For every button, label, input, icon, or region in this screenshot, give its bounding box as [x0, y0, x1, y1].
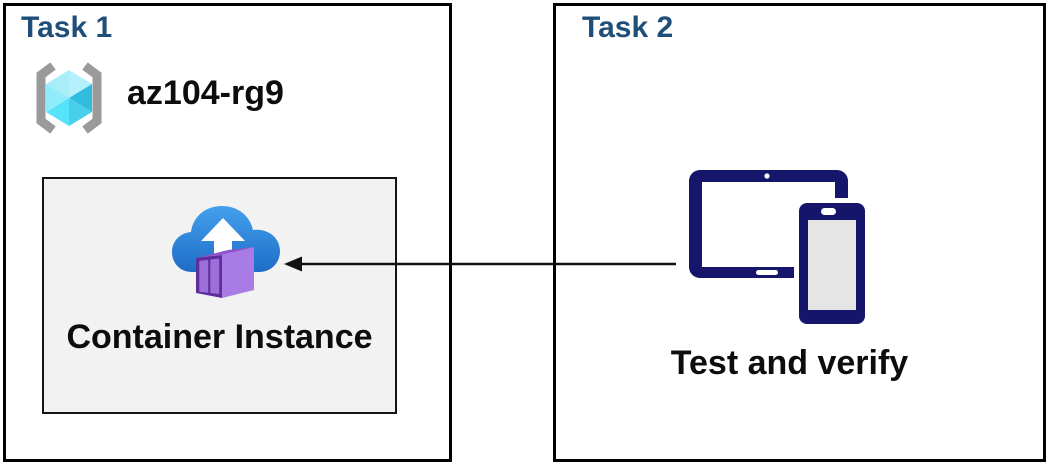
bracket-right-icon [82, 62, 102, 134]
container-instance-label: Container Instance [66, 318, 373, 356]
cube-icon [46, 70, 92, 126]
resource-group-label: az104-rg9 [127, 74, 284, 112]
container-instance-icon [172, 206, 280, 298]
test-and-verify-label: Test and verify [670, 344, 909, 382]
arrowhead-left-icon [284, 256, 302, 272]
bracket-left-icon [36, 62, 56, 134]
phone-icon [794, 198, 870, 329]
tablet-and-phone-icon [689, 170, 870, 329]
task2-title: Task 2 [582, 11, 674, 44]
task1-title: Task 1 [21, 11, 113, 44]
connector-arrow [284, 256, 676, 272]
resource-group-icon [36, 62, 102, 134]
container-icon [196, 247, 254, 298]
